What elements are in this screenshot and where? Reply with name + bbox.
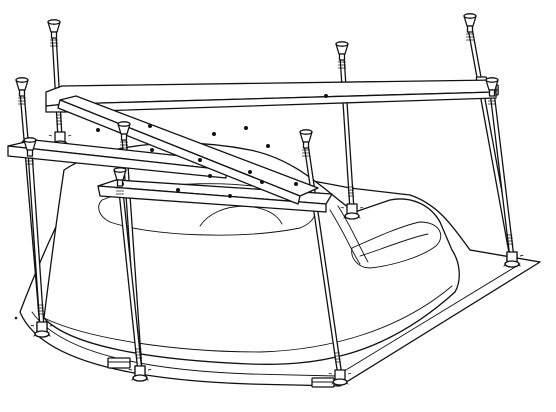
- tub-basin-base-curve: [43, 285, 453, 353]
- leg-cap: [335, 41, 349, 69]
- frame-bolt-dot: [259, 179, 264, 184]
- leg-cap-stem: [466, 25, 474, 33]
- leg-foot-base: [34, 330, 50, 338]
- tub-seat-step: [359, 233, 429, 257]
- leg-foot-hatch: [67, 134, 72, 137]
- frame-bolt-dot: [293, 181, 298, 186]
- tub-rim-side-edge: [469, 249, 541, 263]
- leg-foot-hatch: [49, 324, 54, 327]
- leg-foot-hatch: [33, 333, 37, 337]
- tub-interior-hollow: [98, 183, 316, 236]
- leg-cap-top: [47, 19, 61, 25]
- leg-foot-hatch: [128, 368, 133, 371]
- leg-foot-hatch: [147, 368, 152, 371]
- leg-foot-hatch: [30, 324, 35, 327]
- support-frame: [7, 79, 497, 213]
- leg-cap: [23, 137, 37, 165]
- leg-cap-top: [485, 77, 499, 83]
- leg-cap: [299, 129, 313, 157]
- leg-cap-top: [23, 137, 37, 143]
- leg-cap-top: [299, 129, 313, 135]
- leg-foot-hatch: [519, 254, 524, 257]
- frame-bolt-dot: [197, 157, 202, 162]
- leg-rod: [489, 91, 515, 259]
- tub-seat-armrest-2: [337, 205, 369, 263]
- leg-foot-hatch: [340, 206, 345, 209]
- frame-bolt-dot: [323, 94, 328, 99]
- leg-foot-hatch: [47, 333, 51, 337]
- leg-cap-stem: [302, 141, 310, 149]
- leg-cap-stem: [120, 133, 128, 141]
- leg-foot-base: [132, 374, 148, 382]
- leg-cap-stem: [26, 149, 34, 157]
- leg-cap: [485, 77, 499, 105]
- leg-cap-top: [15, 77, 29, 83]
- leg-foot-hatch: [345, 381, 349, 385]
- frame-bolt-dot: [243, 126, 248, 131]
- leg-cap-top: [113, 167, 127, 173]
- leg-cap-stem: [116, 179, 124, 187]
- leg-cap: [47, 19, 61, 47]
- frame-beam-diagonal-side: [7, 145, 227, 179]
- frame-bolt-dot: [175, 187, 180, 192]
- leg-cap: [113, 167, 127, 195]
- leg-cap-stem: [50, 31, 58, 39]
- leg-foot-hatch: [500, 254, 505, 257]
- leg-cap-top: [463, 13, 477, 19]
- leg-foot-hatch: [331, 381, 335, 385]
- floor-pad-left: [107, 357, 131, 369]
- leg-foot-base: [332, 378, 348, 386]
- leg-cap-top: [117, 121, 131, 127]
- leg-cap-stem: [338, 53, 346, 61]
- frame-bolt-dot: [147, 124, 152, 129]
- leg-foot-base: [504, 260, 520, 268]
- leg-foot-hatch: [347, 372, 352, 375]
- frame-bolt-dot: [227, 193, 232, 198]
- frame-bolt-dot: [211, 131, 216, 136]
- tub-seat-armrest: [329, 209, 361, 265]
- leg-foot-hatch: [131, 377, 135, 381]
- leg-foot-hatch: [503, 263, 507, 267]
- leg-caps: [15, 13, 499, 195]
- leg-foot-hatch: [517, 263, 521, 267]
- frame-bolt-dot: [149, 147, 154, 152]
- frame-bolt-dot: [96, 127, 101, 132]
- support-leg: [467, 27, 524, 268]
- floor-pad-right: [311, 377, 335, 388]
- frame-beam-cross-side: [97, 185, 327, 213]
- frame-bolt-dot: [207, 173, 212, 178]
- leg-foot-base: [344, 212, 360, 220]
- leg-cap-top: [335, 41, 349, 47]
- stray-mark: [14, 316, 18, 320]
- frame-bolt-dot: [265, 143, 270, 148]
- leg-cap: [463, 13, 477, 41]
- leg-foot-hatch: [145, 377, 149, 381]
- tub-seat: [351, 221, 442, 269]
- leg-cap-stem: [18, 89, 26, 97]
- leg-foot-hatch: [357, 215, 361, 219]
- frame-bolt-dot: [247, 169, 252, 174]
- support-leg: [487, 84, 524, 268]
- leg-cap: [117, 121, 131, 149]
- leg-foot-hatch: [359, 206, 364, 209]
- leg-foot-hatch: [343, 215, 347, 219]
- leg-cap-stem: [488, 89, 496, 97]
- leg-foot-hatch: [48, 134, 53, 137]
- leg-cap: [15, 77, 29, 105]
- leg-foot-hatch: [328, 372, 333, 375]
